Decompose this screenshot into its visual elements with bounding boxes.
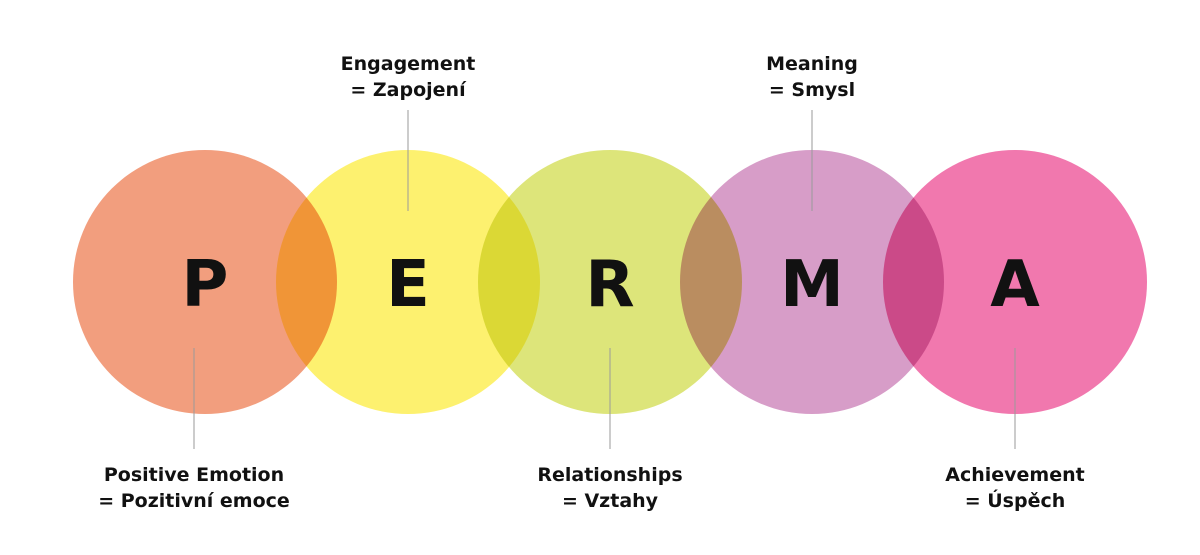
caption-r-en: Relationships bbox=[537, 464, 682, 486]
caption-e-cs: = Zapojení bbox=[350, 79, 467, 101]
caption-p-cs: = Pozitivní emoce bbox=[98, 490, 290, 512]
circle-e bbox=[276, 150, 540, 414]
letter-e: E bbox=[386, 248, 430, 322]
circle-m bbox=[680, 150, 944, 414]
caption-r-cs: = Vztahy bbox=[562, 490, 659, 512]
caption-m-cs: = Smysl bbox=[769, 79, 855, 101]
letter-r: R bbox=[585, 248, 634, 322]
caption-m-en: Meaning bbox=[766, 53, 858, 75]
caption-e-en: Engagement bbox=[341, 53, 476, 75]
circle-p bbox=[73, 150, 337, 414]
letter-p: P bbox=[182, 248, 229, 322]
caption-a-cs: = Úspěch bbox=[965, 488, 1066, 512]
circle-r bbox=[478, 150, 742, 414]
letter-m: M bbox=[780, 248, 844, 322]
letter-a: A bbox=[990, 248, 1040, 322]
caption-a-en: Achievement bbox=[945, 464, 1084, 486]
circle-a bbox=[883, 150, 1147, 414]
caption-p-en: Positive Emotion bbox=[104, 464, 284, 486]
